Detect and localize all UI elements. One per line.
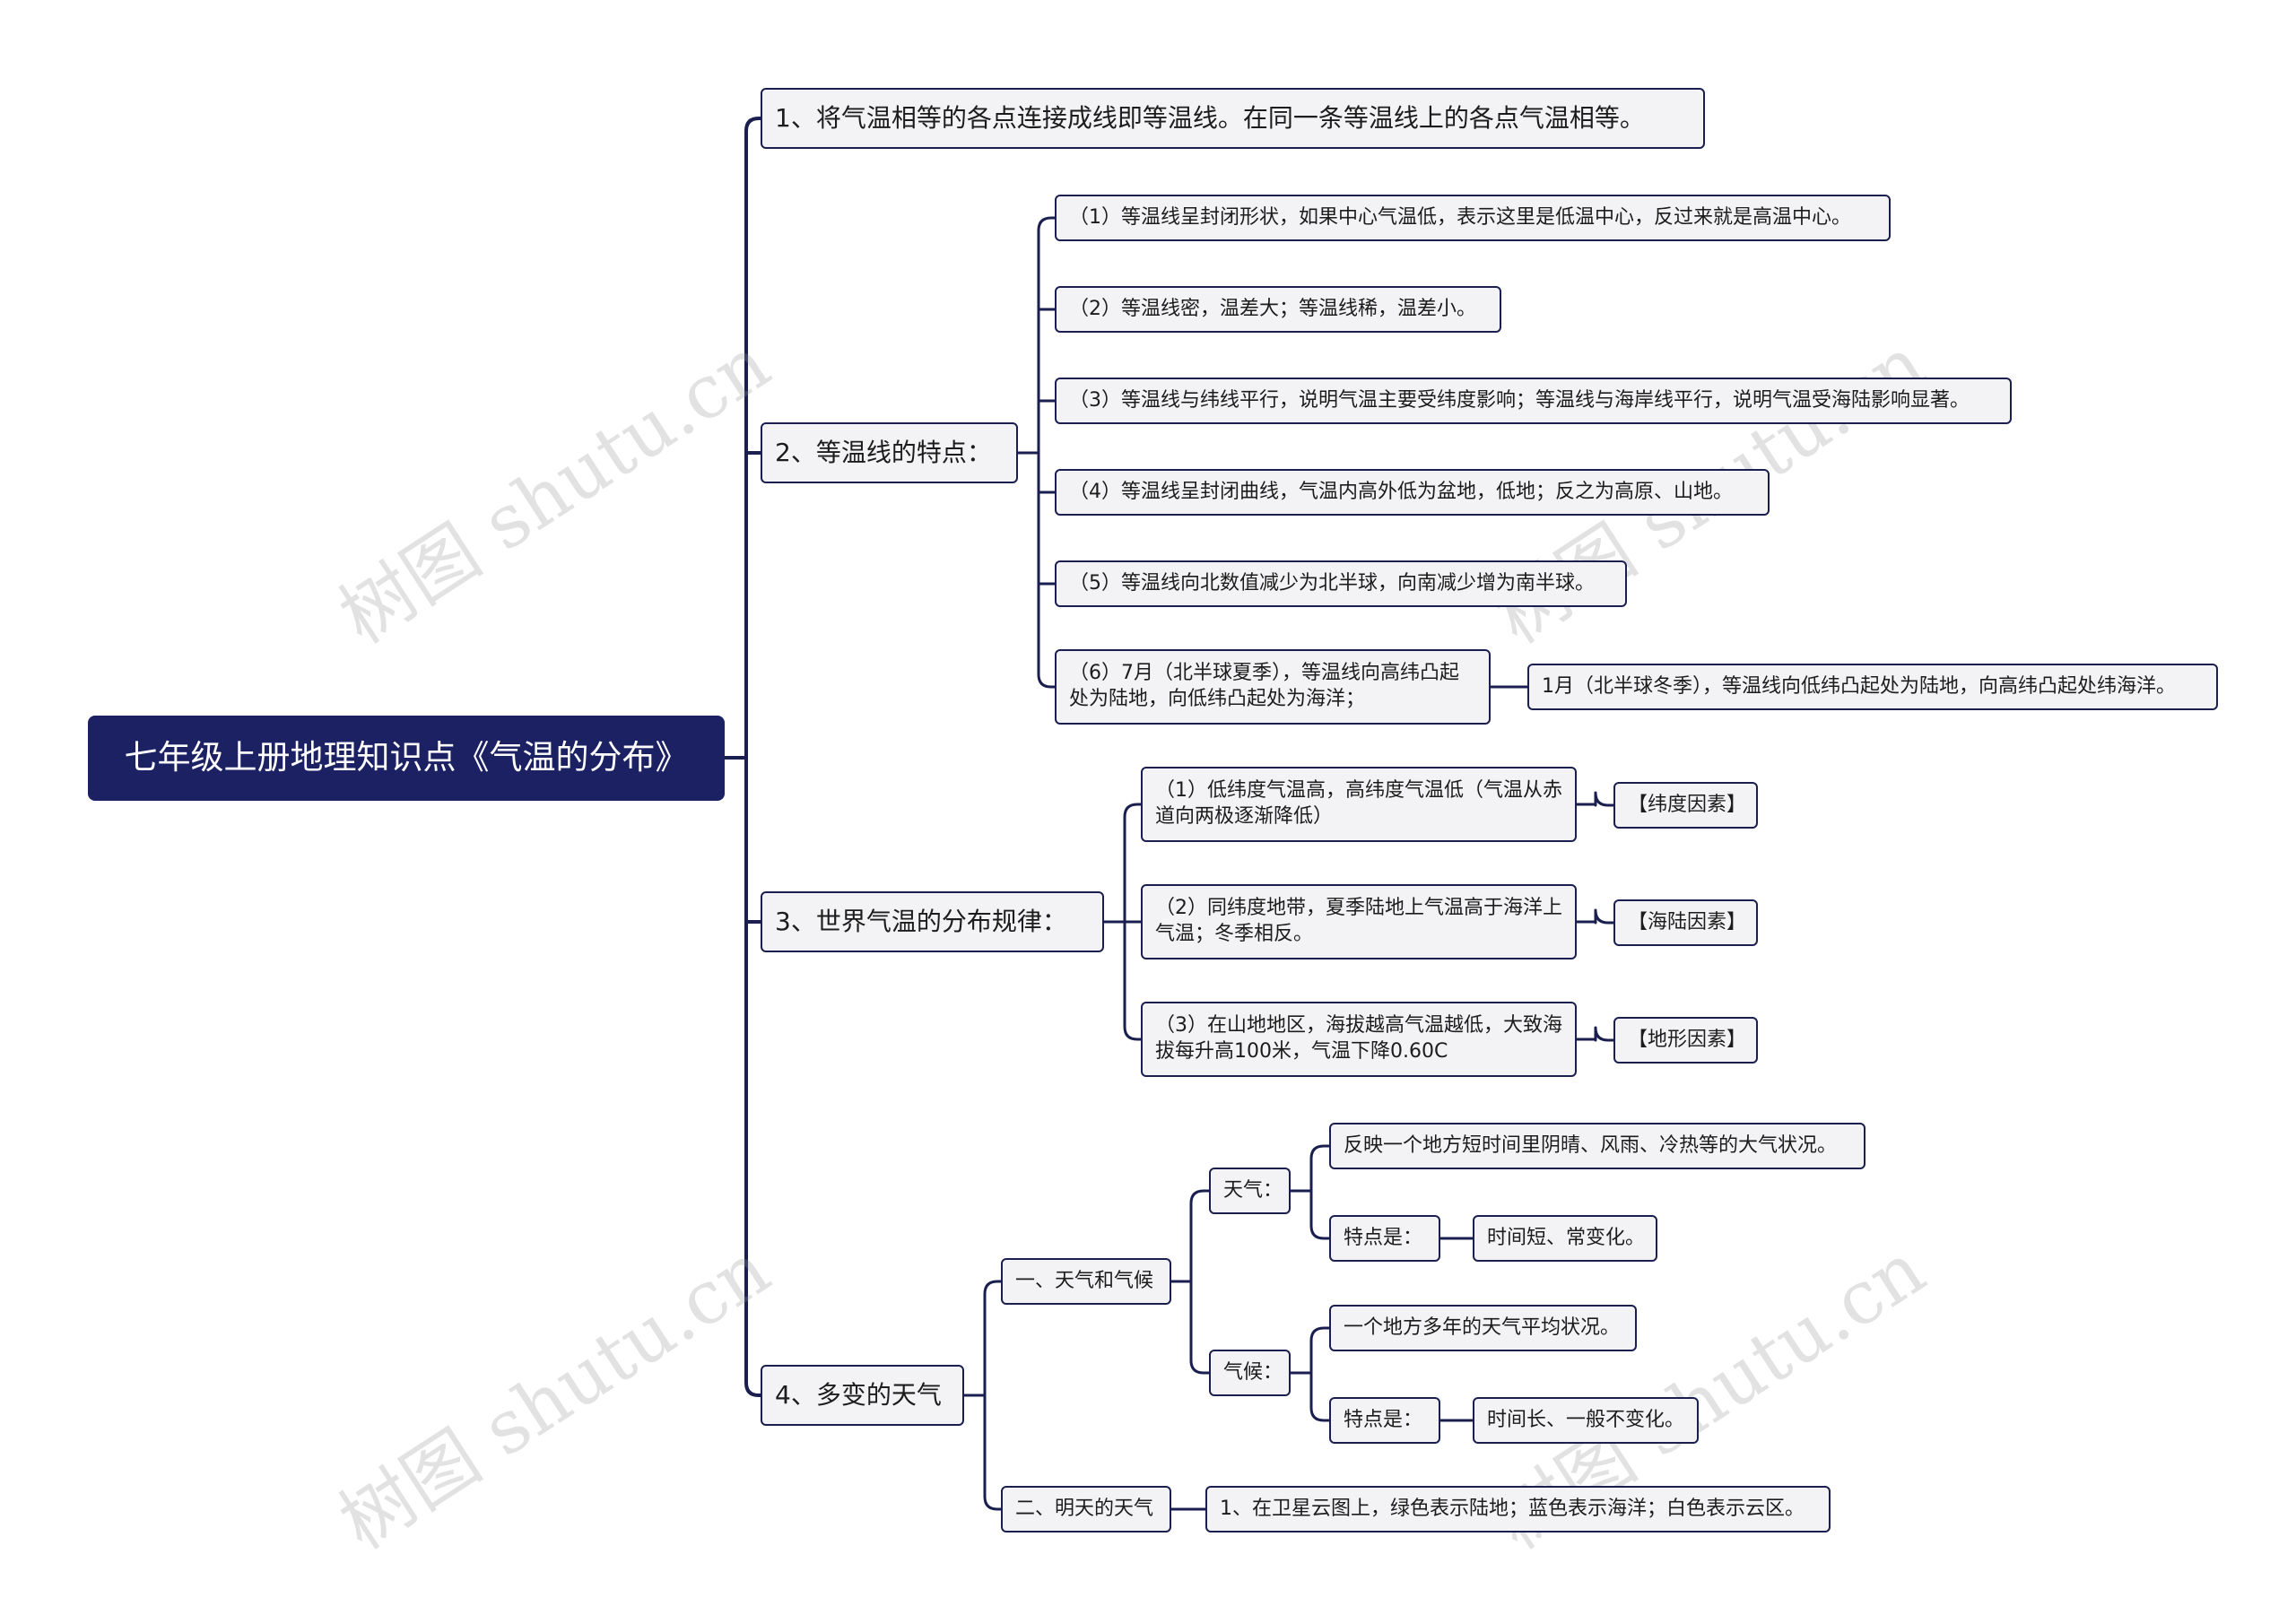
climate-definition[interactable]: 一个地方多年的天气平均状况。 (1329, 1305, 1637, 1351)
weather-node[interactable]: 天气： (1209, 1168, 1291, 1214)
connector-line (1016, 216, 1057, 689)
connector-line (1575, 791, 1615, 807)
connector-line (1575, 908, 1615, 925)
feature-5[interactable]: （5）等温线向北数值减少为北半球，向南减少增为南半球。 (1055, 560, 1627, 607)
rule-1[interactable]: （1）低纬度气温高，高纬度气温低（气温从赤道向两极逐渐降低） (1141, 767, 1577, 842)
connector-line (723, 117, 762, 1397)
satellite-cloud-image[interactable]: 1、在卫星云图上，绿色表示陆地；蓝色表示海洋；白色表示云区。 (1205, 1486, 1831, 1533)
branch-isotherm-features[interactable]: 2、等温线的特点： (761, 422, 1018, 483)
branch-changeable-weather[interactable]: 4、多变的天气 (761, 1365, 964, 1426)
feature-1[interactable]: （1）等温线呈封闭形状，如果中心气温低，表示这里是低温中心，反过来就是高温中心。 (1055, 195, 1891, 241)
connector-line (962, 1280, 1003, 1511)
rule-3[interactable]: （3）在山地地区，海拔越高气温越低，大致海拔每升高100米，气温下降0.60C (1141, 1002, 1577, 1077)
connector-line (1289, 1144, 1331, 1240)
factor-latitude[interactable]: 【纬度因素】 (1613, 782, 1758, 829)
feature-2[interactable]: （2）等温线密，温差大；等温线稀，温差小。 (1055, 286, 1501, 333)
branch-isotherm-definition[interactable]: 1、将气温相等的各点连接成线即等温线。在同一条等温线上的各点气温相等。 (761, 88, 1705, 149)
weather-feature-label[interactable]: 特点是： (1329, 1215, 1440, 1262)
feature-3[interactable]: （3）等温线与纬线平行，说明气温主要受纬度影响；等温线与海岸线平行，说明气温受海… (1055, 378, 2012, 424)
connector-line (1102, 803, 1143, 1041)
weather-and-climate[interactable]: 一、天气和气候 (1001, 1258, 1171, 1305)
climate-node[interactable]: 气候： (1209, 1350, 1291, 1396)
feature-6-winter[interactable]: 1月（北半球冬季），等温线向低纬凸起处为陆地，向高纬凸起处纬海洋。 (1527, 664, 2218, 710)
factor-land-sea[interactable]: 【海陆因素】 (1613, 899, 1758, 946)
feature-4[interactable]: （4）等温线呈封闭曲线，气温内高外低为盆地，低地；反之为高原、山地。 (1055, 469, 1770, 516)
weather-definition[interactable]: 反映一个地方短时间里阴晴、风雨、冷热等的大气状况。 (1329, 1123, 1866, 1169)
branch-temperature-distribution[interactable]: 3、世界气温的分布规律： (761, 891, 1104, 952)
weather-feature[interactable]: 时间短、常变化。 (1473, 1215, 1657, 1262)
root-topic[interactable]: 七年级上册地理知识点《气温的分布》 (88, 716, 725, 801)
connector-line (1170, 1189, 1211, 1375)
climate-feature-label[interactable]: 特点是： (1329, 1397, 1440, 1444)
connector-line (1289, 1326, 1331, 1422)
climate-feature[interactable]: 时间长、一般不变化。 (1473, 1397, 1699, 1444)
rule-2[interactable]: （2）同纬度地带，夏季陆地上气温高于海洋上气温；冬季相反。 (1141, 884, 1577, 959)
connector-line (1575, 1026, 1615, 1042)
tomorrow-weather[interactable]: 二、明天的天气 (1001, 1486, 1171, 1533)
feature-6[interactable]: （6）7月（北半球夏季），等温线向高纬凸起处为陆地，向低纬凸起处为海洋； (1055, 649, 1491, 725)
factor-terrain[interactable]: 【地形因素】 (1613, 1017, 1758, 1064)
